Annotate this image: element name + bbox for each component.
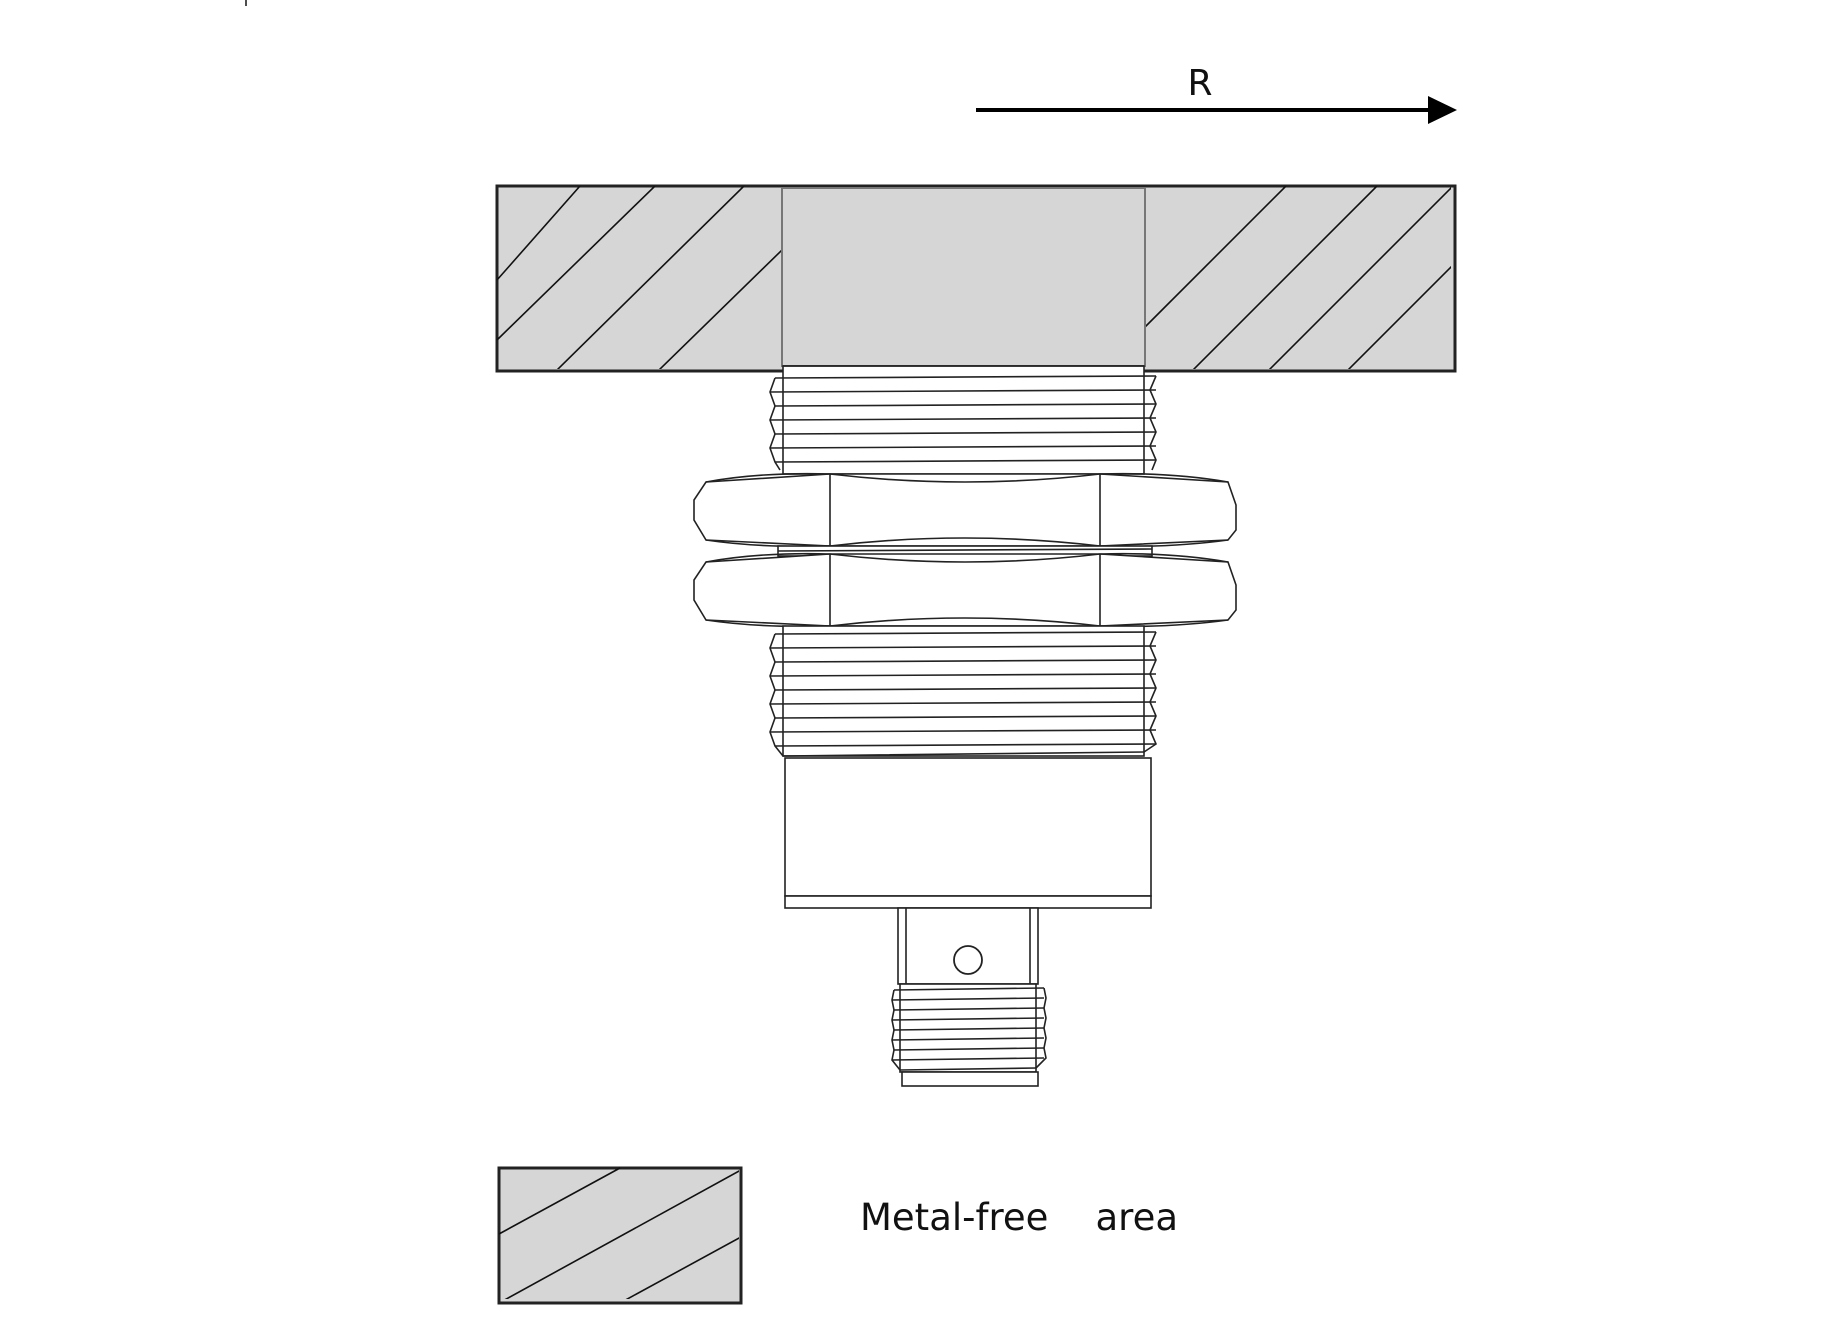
lower-thread <box>769 625 1157 757</box>
connector-neck <box>897 907 1039 985</box>
connector-thread <box>891 983 1047 1087</box>
direction-label: R <box>1187 63 1212 104</box>
sensor-head <box>781 187 1146 367</box>
plate-left-hatching <box>496 186 781 369</box>
indicator-led <box>953 945 983 975</box>
hex-nut-upper <box>693 472 1237 548</box>
sensor-housing <box>784 757 1152 909</box>
plate-right-hatching <box>1144 186 1451 369</box>
legend: Metal-free area <box>497 1166 1178 1305</box>
hex-nut-lower <box>693 552 1237 628</box>
metal-free-plate <box>495 184 1457 373</box>
legend-swatch-hatching <box>498 1167 739 1299</box>
legend-label: Metal-free area <box>860 1196 1178 1239</box>
direction-arrow: R <box>976 63 1457 124</box>
upper-thread <box>769 365 1157 475</box>
